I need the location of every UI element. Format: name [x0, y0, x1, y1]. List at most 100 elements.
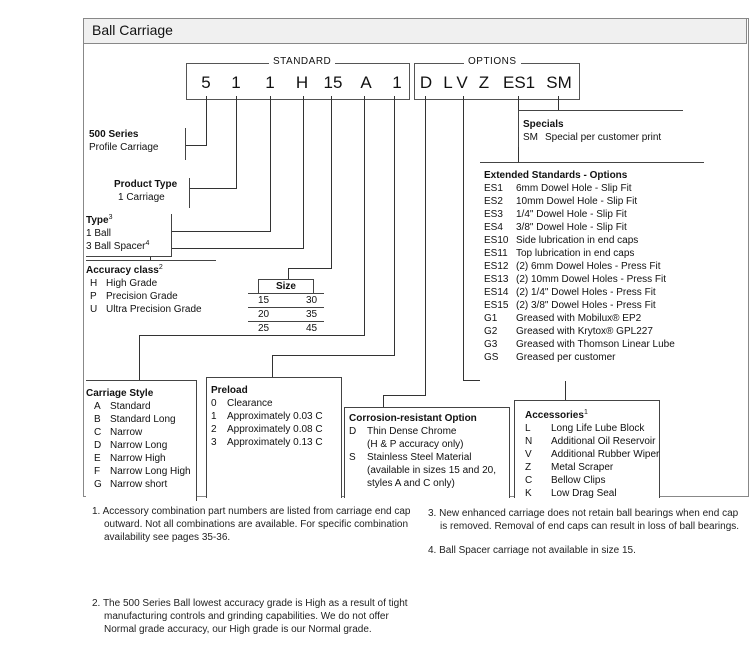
line-ptype-h — [190, 188, 237, 189]
line-acc2-v — [463, 96, 464, 381]
series-title: 500 Series — [89, 129, 139, 140]
options-label: OPTIONS — [464, 56, 521, 67]
type-title: Type — [86, 215, 109, 226]
code-style: A — [360, 73, 372, 92]
corrosion-item: styles A and C only) — [367, 478, 455, 489]
accessories-sup: 1 — [583, 409, 588, 416]
title-bar — [83, 18, 747, 44]
footnote-3: 3. New enhanced carriage does not retain… — [428, 508, 740, 532]
code-type: 1 — [265, 73, 275, 92]
extended-item: ES15(2) 3/8" Dowel Holes - Press Fit — [484, 300, 656, 311]
code-preload: 1 — [392, 73, 402, 92]
accessories-title: Accessories — [525, 410, 584, 421]
line-style-d — [139, 335, 140, 380]
line-preload-d — [272, 355, 273, 377]
extended-item: ES12(2) 6mm Dowel Holes - Press Fit — [484, 261, 661, 272]
line-series-h — [186, 145, 207, 146]
standard-label: STANDARD — [269, 56, 336, 67]
type-item-sup: 4 — [145, 240, 150, 247]
code-acc-z: Z — [478, 73, 490, 92]
preload-title: Preload — [211, 385, 248, 396]
line-acc2-d — [565, 380, 566, 400]
line-preload-h — [272, 355, 395, 356]
code-accuracy: H — [295, 73, 309, 92]
product-type-title: Product Type — [114, 179, 178, 190]
line-spec-v — [558, 96, 559, 111]
product-type-item: 1 Carriage — [118, 192, 165, 203]
code-acc-v: V — [456, 73, 468, 92]
type-sup: 3 — [108, 214, 113, 221]
code-extended: ES1 — [503, 73, 536, 92]
corrosion-item: (H & P accuracy only) — [367, 439, 464, 450]
line-preload-v — [394, 96, 395, 356]
code-product-type: 1 — [231, 73, 241, 92]
product-type-box: Product Type 1 Carriage — [114, 178, 190, 208]
corrosion-title: Corrosion-resistant Option — [349, 413, 477, 424]
code-specials: SM — [546, 73, 572, 92]
line-style-v — [364, 96, 365, 336]
series-desc: Profile Carriage — [89, 142, 159, 153]
extended-title: Extended Standards - Options — [484, 170, 628, 181]
extended-item: ES13(2) 10mm Dowel Holes - Press Fit — [484, 274, 667, 285]
line-size-d — [288, 268, 289, 279]
type-item-ball: 1 Ball — [86, 228, 112, 239]
type-item-spacer: 3 Ball Spacer — [86, 241, 146, 252]
code-acc-l: L — [443, 73, 453, 92]
carriage-style-title: Carriage Style — [86, 388, 154, 399]
line-size-v — [331, 96, 332, 268]
footnote-1: 1. Accessory combination part numbers ar… — [92, 506, 411, 543]
line-series-v — [206, 96, 207, 146]
size-title: Size — [258, 279, 314, 293]
code-series: 5 — [201, 73, 211, 92]
corrosion-item: (available in sizes 15 and 20, — [367, 465, 496, 476]
specials-title: Specials — [523, 119, 564, 130]
line-size-h — [288, 268, 332, 269]
accuracy-title: Accuracy class — [86, 265, 159, 276]
line-acc-h — [150, 248, 304, 249]
type-box: Type3 1 Ball 3 Ball Spacer4 — [86, 214, 172, 257]
line-corr-d — [383, 395, 384, 407]
footnote-2: 2. The 500 Series Ball lowest accuracy g… — [92, 598, 408, 635]
code-corrosion: D — [419, 73, 433, 92]
